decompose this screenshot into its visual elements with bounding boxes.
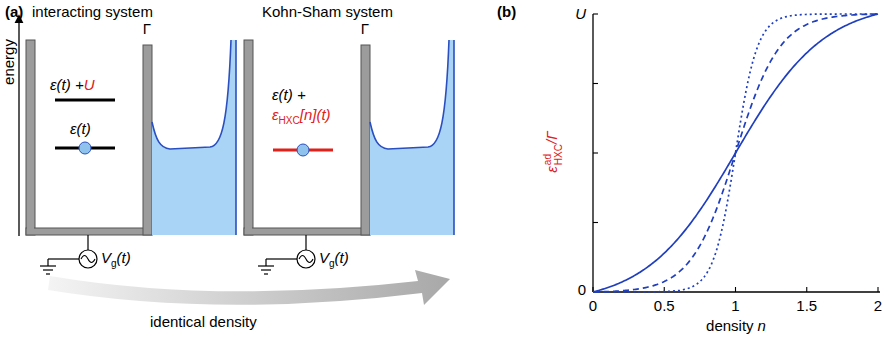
- axis-label: HXC: [553, 144, 564, 165]
- label-group: Vg(t): [101, 249, 131, 269]
- axis-tick-label: 0: [589, 297, 597, 314]
- gate-voltage-label: V: [101, 249, 111, 266]
- label-group: densityn: [706, 317, 766, 335]
- axis-label: n: [758, 317, 766, 334]
- label-group: ε(t): [70, 120, 91, 138]
- label-group: Γ: [361, 20, 369, 38]
- label-group: Vg(t): [319, 249, 349, 269]
- axis-label: ε: [543, 166, 560, 173]
- script-stack: adHXC: [542, 144, 564, 165]
- label-group: 2: [874, 297, 882, 315]
- gate-voltage-label: g: [329, 258, 335, 269]
- label-group: energy: [0, 39, 18, 85]
- gate-voltage-label: g: [111, 258, 117, 269]
- level-label: ε(t) +: [272, 86, 306, 103]
- label-group: (b): [497, 3, 516, 21]
- label-group: ε(t) +: [272, 86, 306, 104]
- quantum-dot-interacting: [26, 40, 236, 274]
- label-group: (a): [5, 3, 23, 21]
- axis-tick-label: 0: [578, 281, 586, 298]
- gate-voltage-label: (t): [335, 249, 349, 266]
- level-label: ε(t): [70, 120, 91, 137]
- label-group: 1.5: [796, 297, 817, 315]
- axis-tick-label: 2: [874, 297, 882, 314]
- panel-title: interacting system: [32, 3, 153, 20]
- panel-title: Kohn-Sham system: [262, 3, 393, 20]
- label-group: Kohn-Sham system: [262, 3, 393, 21]
- panel-letter: (a): [5, 3, 23, 20]
- axis-label: density: [706, 317, 754, 334]
- label-group: 1: [731, 297, 739, 315]
- label-group: interacting system: [32, 3, 153, 21]
- hxc-potential-curve: [593, 14, 878, 292]
- axis-label: energy: [0, 39, 17, 85]
- hxc-term: ε: [272, 106, 279, 123]
- gate-voltage-label: V: [319, 249, 329, 266]
- mapping-arrow: [48, 270, 450, 305]
- label-group: ε(t) +U: [50, 76, 95, 94]
- gate-voltage-label: (t): [117, 249, 131, 266]
- quantum-dot-kohn-sham: [244, 40, 454, 274]
- panel-letter: (b): [497, 3, 516, 20]
- coupling-label: Γ: [361, 20, 369, 37]
- label-group: 0: [589, 297, 597, 315]
- arrow-label: identical density: [150, 313, 257, 330]
- interaction-term: U: [84, 76, 95, 93]
- hxc-potential-curve: [593, 14, 878, 292]
- energy-axis: [18, 16, 19, 236]
- label-group: Γ: [143, 20, 151, 38]
- axis-tick-label: 1.5: [796, 297, 817, 314]
- label-group: εadHXC/Γ: [542, 131, 564, 172]
- hxc-term: [n](t): [300, 106, 331, 123]
- label-group: εHXC[n](t): [272, 106, 331, 126]
- coupling-label: Γ: [143, 20, 151, 37]
- label-group: 0: [578, 281, 586, 299]
- axis-tick-label: 1: [731, 297, 739, 314]
- axis-tick-label: U: [575, 5, 586, 22]
- axis-label: /Γ: [543, 131, 560, 144]
- level-label: ε(t) +: [50, 76, 84, 93]
- label-group: U: [575, 5, 586, 23]
- hxc-potential-curve: [593, 14, 878, 292]
- axis-tick-label: 0.5: [654, 297, 675, 314]
- label-group: 0.5: [654, 297, 675, 315]
- axis-label: ad: [542, 144, 553, 165]
- hxc-term: HXC: [279, 115, 300, 126]
- plot-axes: [593, 14, 880, 292]
- label-group: identical density: [150, 313, 257, 331]
